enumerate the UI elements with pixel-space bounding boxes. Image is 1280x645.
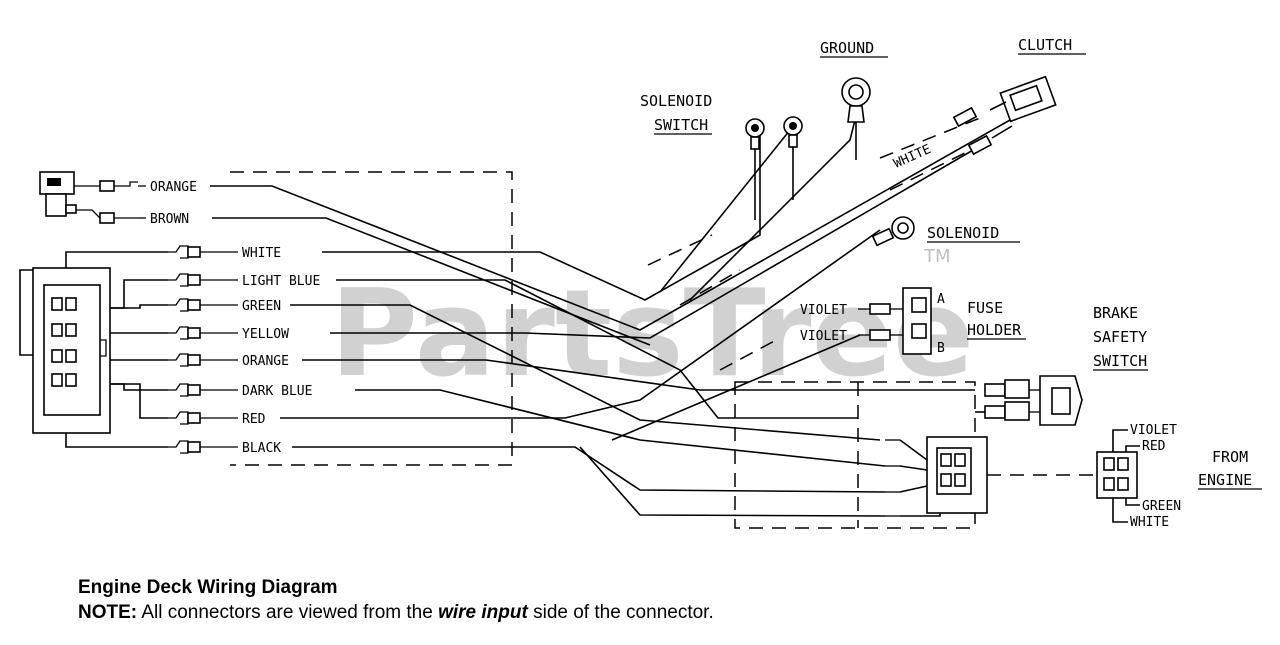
label-engine-violet: VIOLET: [1130, 423, 1177, 438]
brake-switch-connector: [975, 375, 1083, 426]
label-brake-1: BRAKE: [1093, 304, 1138, 322]
wiring-diagram: PartsTree TM: [19, 36, 1262, 530]
label-ground: GROUND: [820, 39, 874, 57]
label-brake-3: SWITCH: [1093, 352, 1147, 370]
harness-bundle-dashes: [647, 117, 981, 371]
wire-label-white: WHITE: [242, 246, 281, 261]
left-plugs: [168, 245, 201, 454]
label-engine-green: GREEN: [1142, 499, 1181, 514]
harness-outline-bottom: [734, 381, 976, 529]
label-from-engine-1: FROM: [1212, 448, 1248, 466]
note-emphasis: wire input: [438, 602, 528, 623]
harness-outline-left: [230, 171, 513, 466]
harness-wire-runs: [210, 119, 1011, 517]
wire-label-top-orange: ORANGE: [150, 180, 197, 195]
from-engine-connector: [1096, 429, 1140, 523]
diagram-note: NOTE: All connectors are viewed from the…: [78, 600, 714, 625]
wire-label-top-brown: BROWN: [150, 212, 189, 227]
label-fuse-holder-1: FUSE: [967, 299, 1003, 317]
engine-connector-center: [885, 436, 988, 517]
label-clutch: CLUTCH: [1018, 36, 1072, 54]
wire-label-red: RED: [242, 412, 266, 427]
label-fuse-terminal-a: A: [937, 292, 945, 307]
left-wire-labels: WHITE LIGHT BLUE GREEN YELLOW ORANGE DAR…: [150, 180, 320, 456]
label-fuse-terminal-b: B: [937, 341, 945, 356]
wire-label-light-blue: LIGHT BLUE: [242, 274, 320, 289]
wire-label-black: BLACK: [242, 441, 281, 456]
wire-label-dark-blue: DARK BLUE: [242, 384, 312, 399]
connector-feed-wires: [19, 251, 168, 448]
diagram-title: Engine Deck Wiring Diagram: [78, 577, 338, 598]
label-fuse-wire-a: VIOLET: [800, 303, 847, 318]
label-fuse-holder-2: HOLDER: [967, 321, 1022, 339]
wire-label-green: GREEN: [242, 299, 281, 314]
label-solenoid-switch-1: SOLENOID: [640, 92, 712, 110]
solenoid-switch-studs: [745, 116, 803, 220]
label-solenoid-switch-2: SWITCH: [654, 116, 708, 134]
plug-leads: [138, 185, 238, 448]
label-engine-white: WHITE: [1130, 515, 1169, 530]
ground-terminal: [841, 77, 871, 160]
key-switch: [39, 171, 77, 217]
note-label: NOTE:: [78, 602, 138, 623]
clutch-connector: [952, 75, 1057, 156]
label-fuse-wire-b: VIOLET: [800, 329, 847, 344]
component-labels: GROUND CLUTCH WHITE SOLENOID SWITCH SOLE…: [640, 36, 1262, 530]
solenoid-terminal: [871, 216, 915, 247]
watermark-trademark: TM: [923, 246, 951, 267]
note-text-after: side of the connector.: [527, 602, 714, 623]
note-text-before: All connectors are viewed from the: [137, 602, 439, 623]
caption: Engine Deck Wiring Diagram NOTE: All con…: [78, 575, 714, 625]
label-solenoid: SOLENOID: [927, 224, 999, 242]
label-brake-2: SAFETY: [1093, 328, 1147, 346]
main-connector-left: [32, 267, 111, 434]
wire-label-yellow: YELLOW: [242, 327, 289, 342]
wire-label-orange: ORANGE: [242, 354, 289, 369]
fuse-holder: [858, 287, 932, 355]
top-left-plugs: [74, 180, 138, 224]
label-from-engine-2: ENGINE: [1198, 471, 1252, 489]
label-engine-red: RED: [1142, 439, 1166, 454]
